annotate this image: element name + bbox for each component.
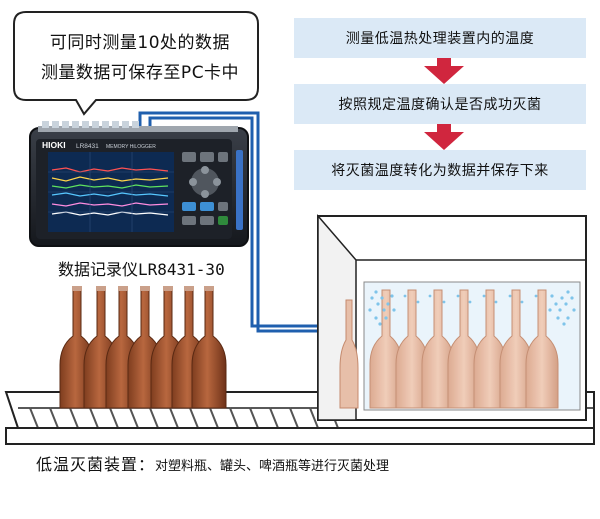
process-arrow-1	[424, 56, 464, 84]
speech-bubble	[13, 11, 259, 116]
model-badge: LR8431	[76, 143, 99, 150]
process-step-2: 按照规定温度确认是否成功灭菌	[294, 84, 586, 124]
probe-cable	[138, 111, 360, 333]
sterilization-chamber	[317, 213, 587, 421]
callout-line-2: 测量数据可保存至PC卡中	[40, 63, 240, 83]
logger-keypad	[182, 152, 228, 225]
process-arrow-2	[424, 122, 464, 150]
caption-description: 对塑料瓶、罐头、啤酒瓶等进行灭菌处理	[155, 459, 390, 474]
equipment-caption: 低温灭菌装置：对塑料瓶、罐头、啤酒瓶等进行灭菌处理	[36, 451, 389, 475]
process-step-3: 将灭菌温度转化为数据并保存下来	[294, 150, 586, 190]
caption-title: 低温灭菌装置：	[36, 455, 156, 474]
bottles-inside	[369, 289, 559, 409]
bottles-outside	[59, 287, 227, 409]
screen-label: MEMORY HiLOGGER	[106, 144, 156, 150]
spray-nozzles	[368, 290, 576, 326]
side-panel	[236, 150, 243, 230]
data-logger-device: HIOKI LR8431 MEMORY HiLOGGER	[29, 121, 249, 247]
brand-logo: HIOKI	[42, 140, 66, 150]
callout-line-1: 可同时测量10处的数据	[49, 33, 231, 53]
input-terminals	[42, 121, 139, 128]
bottle-entering	[339, 299, 359, 409]
bottle	[191, 287, 227, 409]
device-caption: 数据记录仪LR8431-30	[58, 260, 225, 279]
chamber-bottle	[525, 289, 559, 409]
process-step-1: 测量低温热处理装置内的温度	[294, 18, 586, 58]
